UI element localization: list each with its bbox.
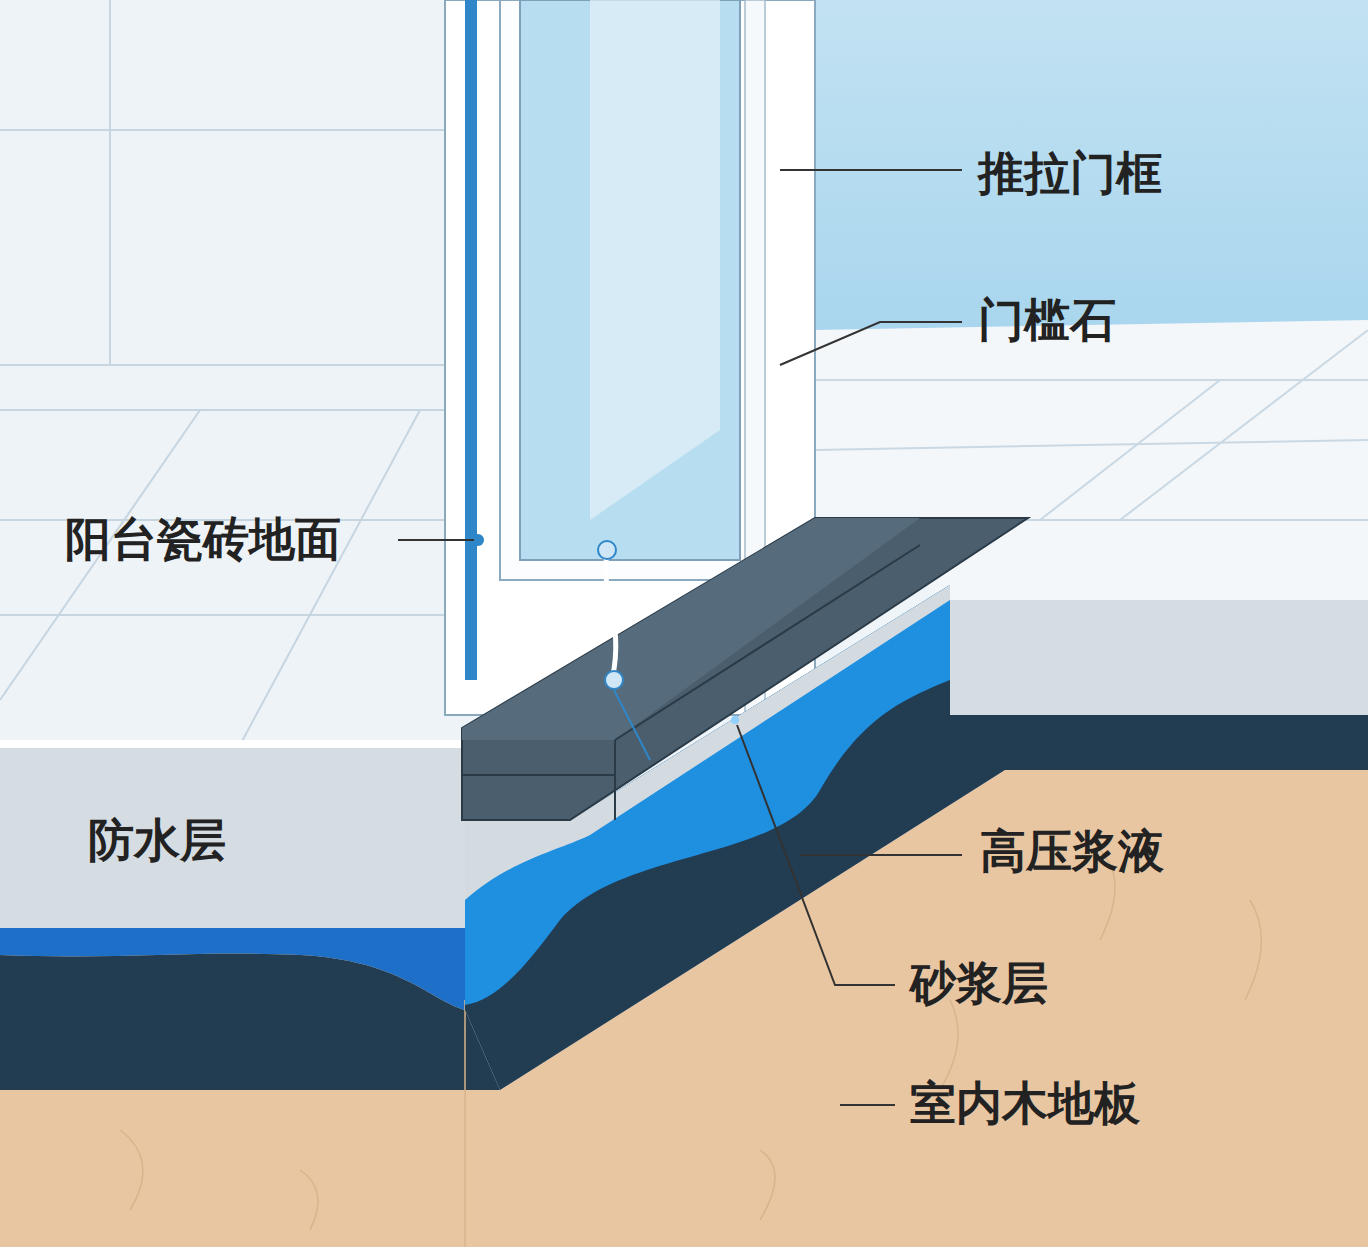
part-label: 室内木地板 xyxy=(910,1078,1140,1129)
part-label: 推拉门框 xyxy=(978,148,1162,199)
part-label: 防水层 xyxy=(88,815,226,866)
part-label: 砂浆层 xyxy=(910,958,1048,1009)
part-label: 高压浆液 xyxy=(980,826,1164,877)
part-label: 阳台瓷砖地面 xyxy=(65,514,341,565)
part-label: 门槛石 xyxy=(978,295,1116,346)
